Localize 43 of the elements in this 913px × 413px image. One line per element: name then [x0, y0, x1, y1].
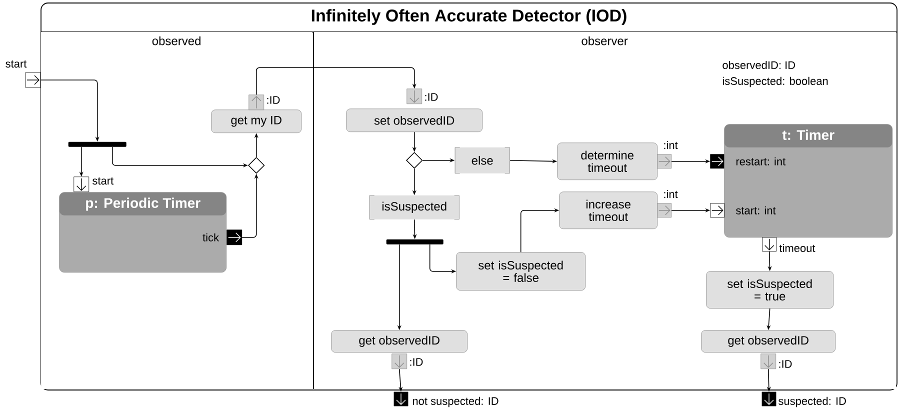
pin — [710, 154, 725, 169]
pin-label: start — [92, 177, 114, 185]
pin-label: :ID — [425, 93, 438, 101]
action-box: increase timeout — [559, 192, 658, 230]
action-box: get observedID — [701, 330, 836, 353]
action-box: determine timeout — [557, 142, 658, 180]
pin — [406, 88, 422, 104]
node-label: observed — [152, 36, 200, 46]
action-box: get observedID — [331, 330, 468, 353]
pin — [248, 94, 264, 110]
pin-label: suspected: ID — [778, 396, 846, 408]
attribute-label: isSuspected: boolean — [722, 76, 828, 88]
pin — [710, 203, 725, 218]
pin-label: :ID — [779, 360, 792, 368]
decision-diamond — [406, 152, 423, 169]
pin-label: :int — [664, 190, 678, 198]
node-label: observer — [582, 36, 628, 46]
arrow — [256, 67, 416, 96]
pin — [657, 154, 672, 169]
pin — [226, 230, 242, 246]
component-box: p: Periodic Timer tick — [59, 192, 227, 273]
pin — [392, 354, 408, 370]
pin-label: not suspected: ID — [412, 396, 498, 408]
action-box: get my ID — [211, 110, 302, 134]
attribute-label: observedID: ID — [722, 60, 796, 70]
pin-label: :ID — [267, 96, 280, 104]
action-box: set observedID — [346, 108, 483, 132]
pin-label: start — [6, 60, 27, 68]
pin-label: timeout — [779, 244, 816, 252]
action-box: set isSuspected = true — [706, 271, 834, 309]
guard-label: else — [454, 147, 510, 174]
guard-label: isSuspected — [369, 195, 460, 220]
action-box: set isSuspected = false — [456, 252, 586, 291]
decision-diamond — [248, 156, 265, 174]
pin — [657, 203, 672, 218]
pin-label: :ID — [410, 358, 423, 366]
pin — [394, 392, 408, 406]
pin — [762, 392, 776, 406]
pin — [74, 176, 90, 192]
pin — [762, 237, 777, 252]
pin — [25, 72, 41, 88]
pin — [760, 354, 776, 370]
pin-label: :int — [664, 140, 678, 150]
